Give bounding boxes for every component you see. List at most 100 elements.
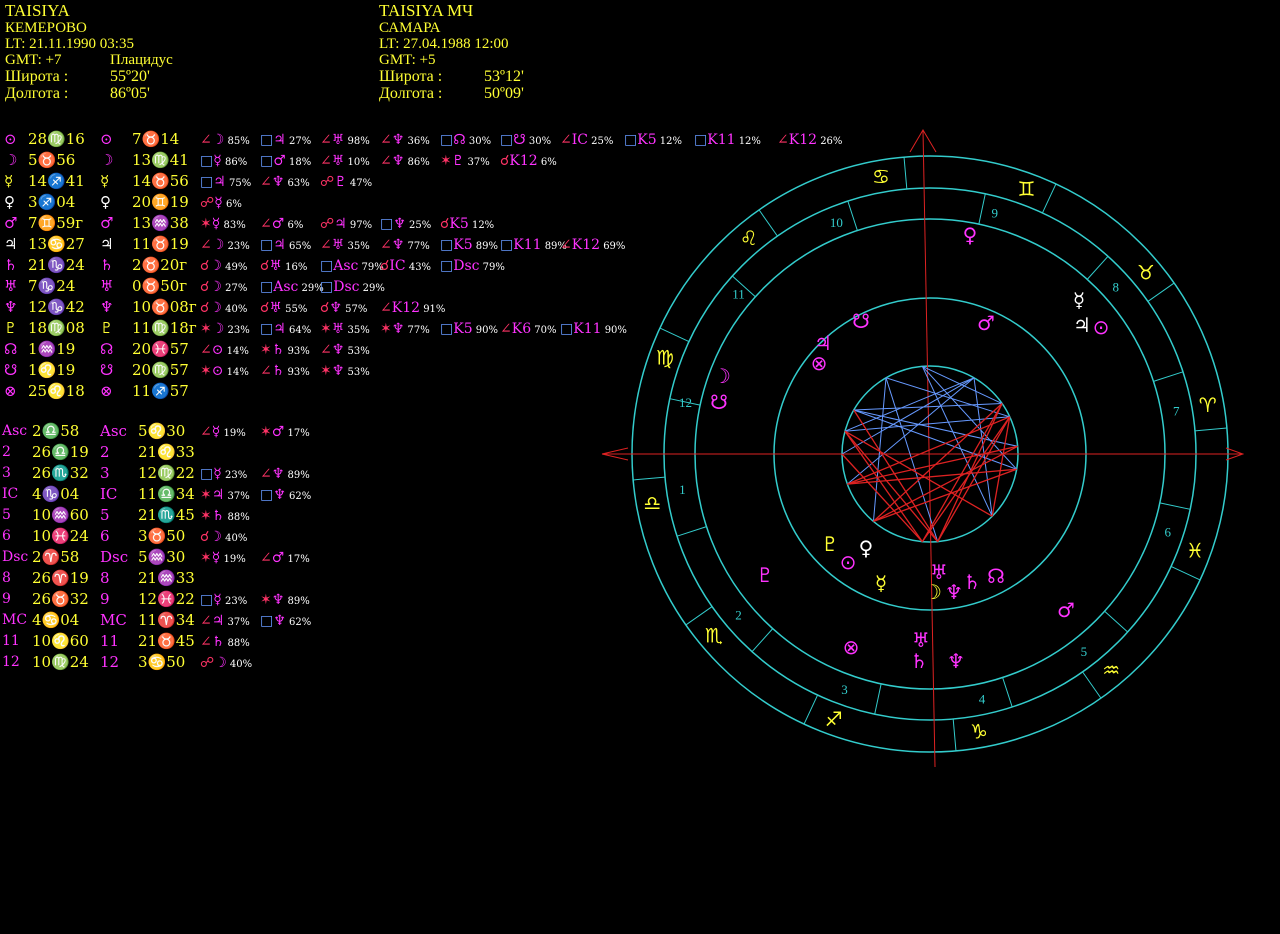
aspect-entry: □Dsc 29% [320, 278, 385, 298]
aspect-entry: □Asc 79% [320, 257, 384, 277]
aspect-line-blue [885, 377, 1010, 418]
chart-left-lt: LT: 21.11.1990 03:35 [5, 36, 134, 52]
planet-position-natal: 25♌18 [28, 382, 85, 400]
aspect-glyph: □♆ [260, 613, 286, 629]
wheel-planet-glyph: ♃ [1073, 313, 1091, 337]
aspect-glyph: ∠♆ [380, 132, 405, 148]
aspect-entry: ✶♆ 53% [320, 362, 370, 382]
sign-divider [1194, 427, 1227, 432]
house-position-2: 3♉50 [138, 527, 186, 545]
house-position: 4♑04 [32, 485, 80, 503]
wheel-planet-glyph: ♇ [756, 563, 774, 587]
house-label-2: 3 [100, 464, 110, 482]
aspect-entry: ☌☽ 49% [200, 257, 247, 277]
aspect-percent: 35% [344, 325, 370, 336]
aspect-entry: ✶♆ 89% [260, 591, 310, 611]
wheel-planet-glyph: ⊗ [811, 351, 828, 375]
zodiac-sign-glyph: ♏ [705, 623, 723, 647]
house-label-2: 2 [100, 443, 110, 461]
planet-glyph-2: ♃ [100, 235, 114, 253]
aspect-percent: 36% [404, 136, 430, 147]
house-label-2: 8 [100, 569, 110, 587]
aspect-percent: 88% [224, 638, 250, 649]
house-position-2: 11♎34 [138, 485, 195, 503]
asc-arrow [601, 447, 629, 461]
aspect-percent: 77% [404, 325, 430, 336]
aspect-glyph: □♂ [260, 153, 286, 169]
chart-left-city: КЕМЕРОВО [5, 20, 87, 36]
aspect-line-red [991, 416, 1011, 517]
aspect-percent: 6% [222, 199, 242, 210]
planet-glyph-2: ☊ [100, 340, 114, 358]
aspect-percent: 40% [221, 533, 248, 544]
house-label: IC [2, 486, 19, 502]
wheel-planet-glyph: ♃ [814, 331, 832, 355]
aspect-entry: ☌K12 6% [500, 152, 557, 172]
aspect-percent: 29% [298, 283, 324, 294]
aspect-percent: 19% [220, 428, 246, 439]
aspect-entry: □K11 90% [560, 320, 627, 340]
aspect-glyph: ✶♆ [260, 592, 285, 608]
aspect-percent: 6% [537, 157, 557, 168]
aspect-line-red [841, 453, 923, 543]
house-label: Asc [2, 423, 28, 439]
chart-left-header: TAISIYA КЕМЕРОВО LT: 21.11.1990 03:35 GM… [5, 2, 173, 103]
planet-glyph: ♂ [4, 214, 18, 232]
house-number: 4 [979, 692, 986, 707]
wheel-planet-glyph: ♆ [945, 580, 963, 604]
chart-wheel: ♋♊♉♈♓♒♑♐♏♎♍♌109876543211211♀☿♃⊙♂☋♃⊗☽☋♇⊙♀… [601, 129, 1244, 768]
wheel-planet-glyph: ♅ [930, 560, 948, 584]
aspect-percent: 49% [221, 262, 248, 273]
wheel-planet-glyph: ☋ [852, 309, 870, 333]
sign-divider [1041, 183, 1057, 214]
aspect-glyph: □♃ [200, 174, 226, 190]
planet-glyph-2: ♅ [100, 277, 114, 295]
zodiac-sign-glyph: ♈ [1199, 393, 1217, 417]
aspect-glyph: □K11 [560, 321, 602, 337]
aspect-glyph: □♃ [260, 237, 286, 253]
sign-divider [659, 327, 690, 343]
dsc-arrow [1225, 447, 1244, 461]
aspect-glyph: ✶☿ [200, 550, 221, 566]
house-position: 26♈19 [32, 569, 89, 587]
aspect-entry: □♃ 64% [260, 320, 311, 340]
aspect-percent: 17% [284, 554, 310, 565]
planet-position-natal: 18♍08 [28, 319, 85, 337]
house-cusp [751, 628, 774, 653]
aspect-percent: 88% [224, 512, 250, 523]
house-number: 8 [1113, 280, 1120, 295]
aspect-percent: 37% [224, 491, 250, 502]
house-position: 26♎19 [32, 443, 89, 461]
house-label: 9 [2, 591, 11, 607]
planet-glyph: ☽ [4, 151, 18, 169]
aspect-entry: ∠♅ 10% [320, 152, 370, 172]
mc-arrow [909, 129, 937, 153]
wheel-planet-glyph: ♇ [821, 532, 839, 556]
aspect-entry: □♃ 27% [260, 131, 311, 151]
planet-glyph-2: ♂ [100, 214, 114, 232]
house-position-2: 21♌33 [138, 443, 195, 461]
aspect-entry: ∠♅ 98% [320, 131, 370, 151]
sign-divider [1082, 671, 1102, 699]
aspect-percent: 12% [656, 136, 683, 147]
aspect-glyph: □♆ [380, 216, 406, 232]
aspect-percent: 89% [541, 241, 567, 252]
house-cusp [874, 683, 882, 715]
aspect-percent: 27% [285, 136, 312, 147]
aspect-glyph: ∠K6 [500, 321, 532, 337]
aspect-percent: 53% [344, 346, 370, 357]
sign-divider [633, 476, 666, 481]
planet-glyph-2: ♆ [100, 298, 114, 316]
aspect-glyph: ∠☿ [200, 424, 221, 440]
aspect-entry: ☌♅ 16% [260, 257, 307, 277]
house-position: 10♒60 [32, 506, 89, 524]
aspect-percent: 86% [404, 157, 430, 168]
aspect-entry: □♃ 65% [260, 236, 311, 256]
wheel-planet-glyph: ☿ [1073, 288, 1085, 312]
aspect-glyph: ✶♅ [320, 321, 345, 337]
planet-glyph-2: ⊙ [100, 130, 113, 148]
aspect-percent: 69% [600, 241, 626, 252]
house-cusp [978, 193, 986, 225]
aspect-glyph: ✶♃ [200, 487, 225, 503]
house-position-2: 11♈34 [138, 611, 195, 629]
